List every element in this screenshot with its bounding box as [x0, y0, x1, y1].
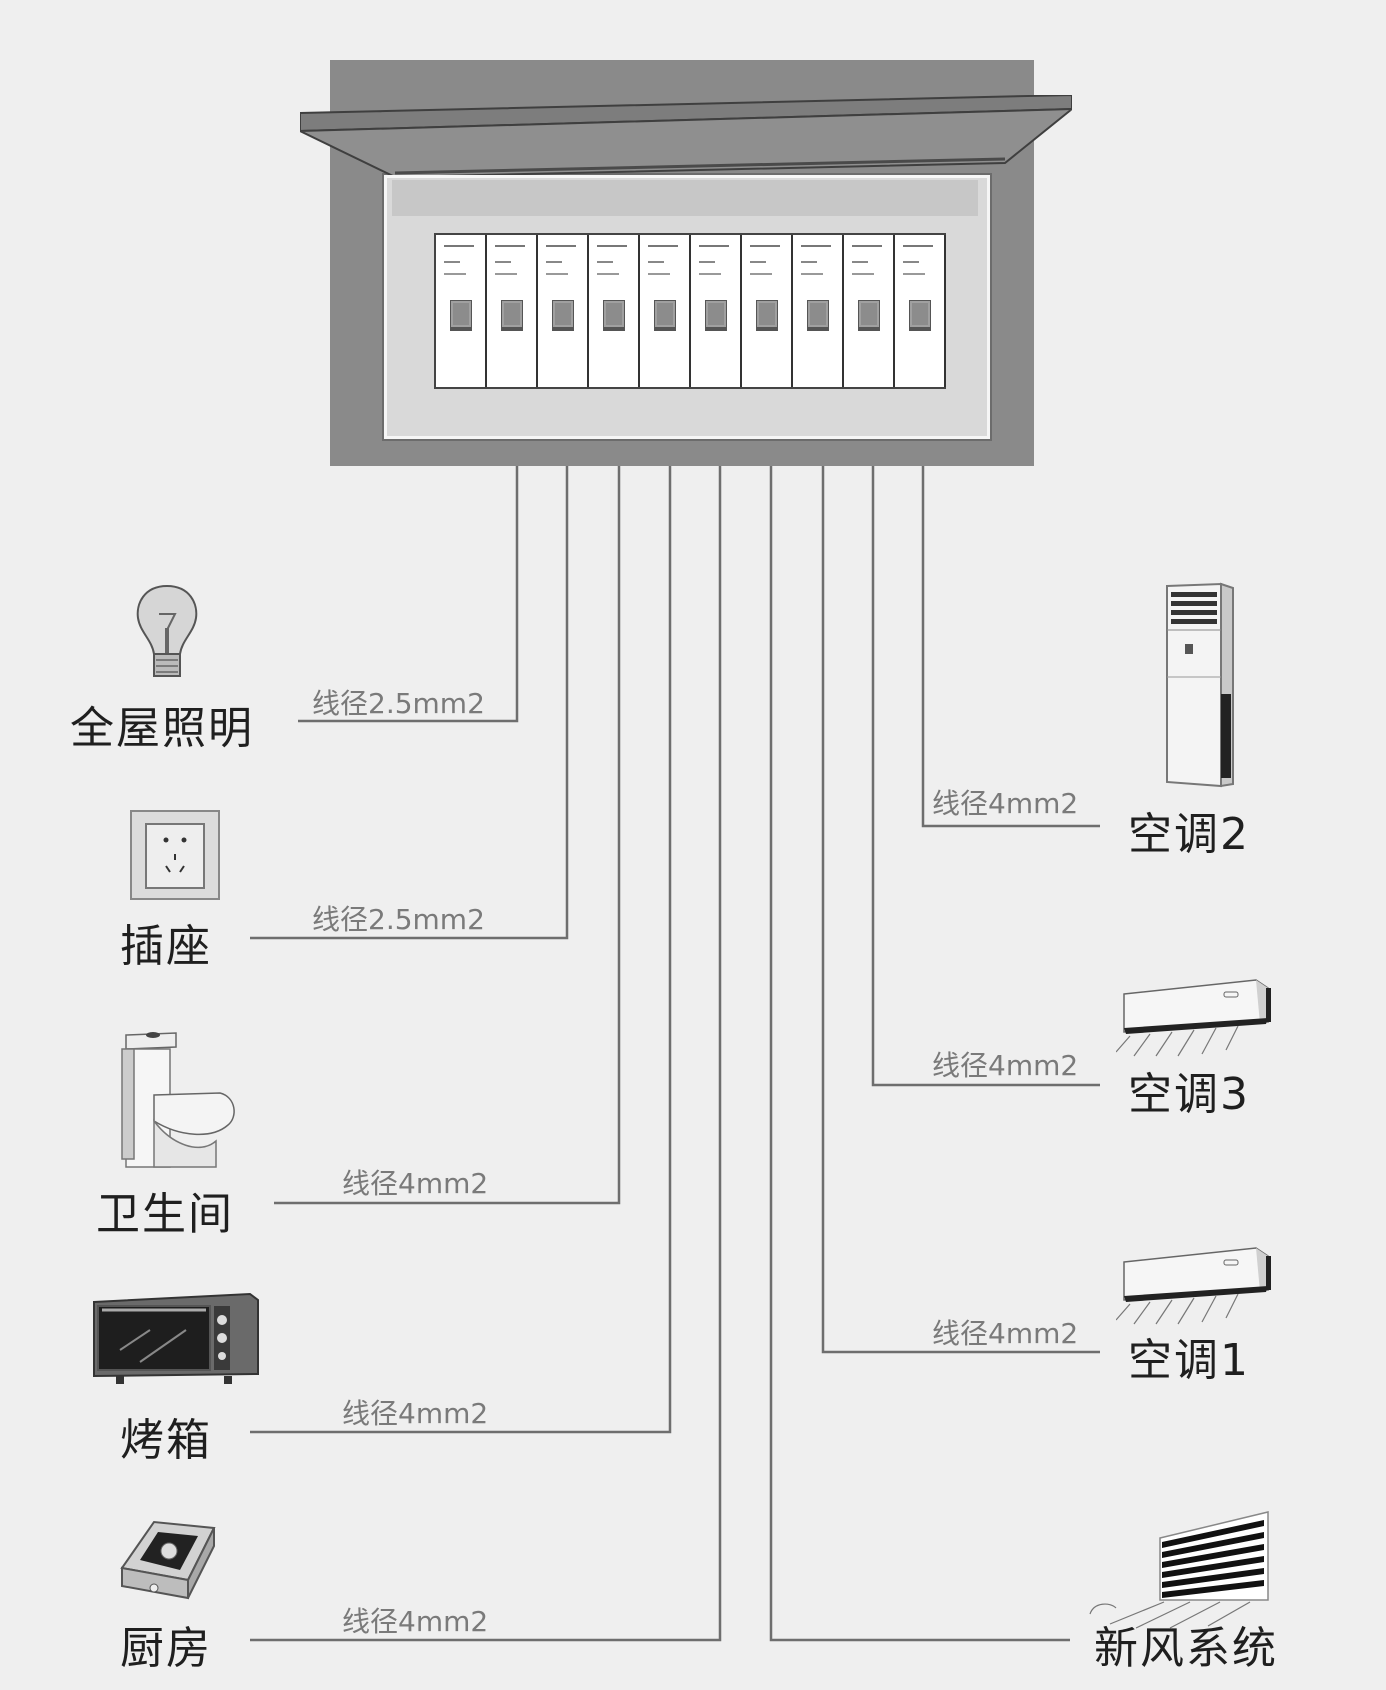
- breaker-toggle[interactable]: [654, 300, 676, 331]
- interior-shadow: [392, 180, 978, 216]
- gas-stove-icon: [120, 1520, 216, 1600]
- breaker-toggle[interactable]: [756, 300, 778, 331]
- wall-ac-icon: [1116, 979, 1271, 1057]
- distribution-box-lid: [300, 95, 1072, 175]
- gauge-ac1: 线径4mm2: [932, 1317, 1079, 1350]
- breaker-5[interactable]: [640, 235, 691, 387]
- breaker-toggle[interactable]: [450, 300, 472, 331]
- wire-sockets: [250, 355, 569, 940]
- wire-lighting: [298, 355, 519, 723]
- label-ac3: 空调3: [1128, 1069, 1250, 1120]
- gauge-sockets: 线径2.5mm2: [312, 903, 485, 936]
- label-lighting: 全屋照明: [70, 703, 254, 754]
- label-sockets: 插座: [120, 921, 212, 972]
- breaker-7[interactable]: [742, 235, 793, 387]
- gauge-ac2: 线径4mm2: [932, 787, 1079, 820]
- breaker-6[interactable]: [691, 235, 742, 387]
- wire-ac3: [871, 355, 1100, 1087]
- fresh-air-vent-icon: [1089, 1511, 1269, 1629]
- label-oven: 烤箱: [120, 1415, 212, 1466]
- breaker-9[interactable]: [844, 235, 895, 387]
- wire-ac1: [821, 355, 1100, 1354]
- breaker-toggle[interactable]: [858, 300, 880, 331]
- breaker-1[interactable]: [436, 235, 487, 387]
- breaker-2[interactable]: [487, 235, 538, 387]
- wall-ac-icon: [1116, 1247, 1271, 1325]
- breaker-10[interactable]: [895, 235, 946, 387]
- oven-icon: [93, 1292, 259, 1384]
- floor-ac-icon: [1166, 582, 1234, 788]
- gauge-kitchen: 线径4mm2: [342, 1605, 489, 1638]
- wire-kitchen: [250, 355, 722, 1642]
- breaker-toggle[interactable]: [705, 300, 727, 331]
- wire-oven: [250, 355, 672, 1434]
- gauge-bathroom: 线径4mm2: [342, 1167, 489, 1200]
- breaker-toggle[interactable]: [501, 300, 523, 331]
- breaker-4[interactable]: [589, 235, 640, 387]
- breaker-toggle[interactable]: [909, 300, 931, 331]
- gauge-oven: 线径4mm2: [342, 1397, 489, 1430]
- label-bathroom: 卫生间: [96, 1189, 234, 1240]
- power-socket-icon: [130, 810, 220, 900]
- wire-bathroom: [274, 355, 621, 1205]
- label-fresh-air: 新风系统: [1094, 1623, 1278, 1674]
- wire-fresh-air: [769, 355, 1070, 1642]
- wire-ac2: [921, 355, 1100, 828]
- light-bulb-icon: [136, 584, 198, 677]
- label-kitchen: 厨房: [120, 1623, 212, 1674]
- breaker-row: [434, 233, 946, 389]
- breaker-8[interactable]: [793, 235, 844, 387]
- breaker-toggle[interactable]: [807, 300, 829, 331]
- toilet-icon: [121, 1032, 235, 1168]
- label-ac2: 空调2: [1128, 809, 1250, 860]
- breaker-toggle[interactable]: [552, 300, 574, 331]
- label-ac1: 空调1: [1128, 1335, 1250, 1386]
- breaker-3[interactable]: [538, 235, 589, 387]
- gauge-lighting: 线径2.5mm2: [312, 687, 485, 720]
- gauge-ac3: 线径4mm2: [932, 1049, 1079, 1082]
- breaker-toggle[interactable]: [603, 300, 625, 331]
